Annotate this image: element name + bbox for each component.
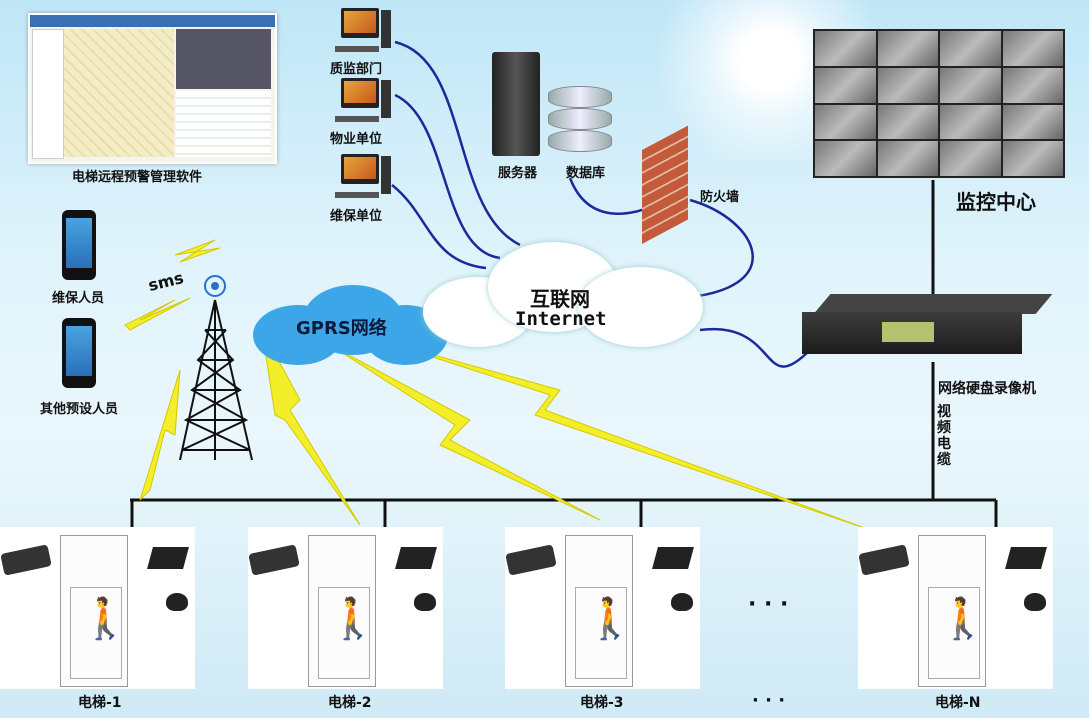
database-icon <box>548 86 612 152</box>
software-video <box>176 29 271 89</box>
monitor-center-label: 监控中心 <box>956 190 1036 214</box>
dvr-icon <box>147 547 189 569</box>
camera-icon <box>414 593 436 611</box>
sensor-icon <box>248 544 300 576</box>
pc-maintenance-unit-label: 维保单位 <box>330 209 383 224</box>
elevator-1-label: 电梯-1 <box>78 695 122 711</box>
internet-label-en: Internet <box>515 308 607 330</box>
firewall-label: 防火墙 <box>700 190 740 205</box>
camera-icon <box>671 593 693 611</box>
sensor-icon <box>0 544 52 576</box>
link-firewall-internet <box>679 198 754 300</box>
bolt-tower-elev1 <box>139 369 181 501</box>
person-icon: 🚶 <box>328 596 378 642</box>
phone-other <box>62 318 96 388</box>
software-table <box>176 91 271 157</box>
elevator-card-1: 🚶 <box>0 527 195 689</box>
camera-icon <box>1024 593 1046 611</box>
bolt-gprs-elev2 <box>261 329 361 526</box>
internet-label-cn: 互联网 <box>530 287 590 311</box>
dvr-icon <box>652 547 694 569</box>
gprs-cloud <box>243 280 453 375</box>
software-map <box>64 29 174 157</box>
dvr-icon <box>1005 547 1047 569</box>
person-icon: 🚶 <box>938 596 988 642</box>
management-software-screenshot <box>28 13 277 164</box>
elevator-2-label: 电梯-2 <box>328 695 372 711</box>
elevator-n-label: 电梯-N <box>935 695 981 711</box>
phone-other-label: 其他预设人员 <box>40 402 119 417</box>
gprs-label: GPRS网络 <box>296 318 387 339</box>
elevator-card-n: 🚶 <box>858 527 1053 689</box>
sensor-icon <box>505 544 557 576</box>
elevator-3-label: 电梯-3 <box>580 695 624 711</box>
sensor-icon <box>858 544 910 576</box>
cable-label: 视频电缆 <box>937 404 951 468</box>
nvr-label: 网络硬盘录像机 <box>938 381 1036 397</box>
pc-quality-dept <box>333 8 393 53</box>
database-label: 数据库 <box>566 166 606 181</box>
server-label: 服务器 <box>498 166 538 181</box>
wireless-bolts <box>124 239 871 531</box>
elevator-card-3: 🚶 <box>505 527 700 689</box>
link-property-unit <box>394 93 501 260</box>
ellipsis-top: · · · <box>748 592 789 617</box>
software-label: 电梯远程预警管理软件 <box>72 170 203 185</box>
ellipsis-bottom: · · · <box>752 690 786 711</box>
server-icon <box>492 52 540 156</box>
phone-maintenance-label: 维保人员 <box>52 291 105 306</box>
link-internet-nvr <box>699 327 811 368</box>
software-titlebar <box>30 15 275 27</box>
pc-property-unit <box>333 78 393 123</box>
monitor-wall <box>813 29 1065 178</box>
person-icon: 🚶 <box>80 596 130 642</box>
network-links <box>391 40 811 368</box>
link-quality-dept <box>394 40 521 247</box>
bolt-gprs-elev3 <box>329 344 601 521</box>
pc-quality-dept-label: 质监部门 <box>330 62 383 77</box>
internet-cloud <box>418 232 708 352</box>
software-tree-panel <box>32 29 64 159</box>
nvr-icon <box>802 294 1053 364</box>
elevator-card-2: 🚶 <box>248 527 443 689</box>
dvr-icon <box>395 547 437 569</box>
link-maintenance-unit <box>391 184 487 270</box>
phone-maintenance <box>62 210 96 280</box>
pc-property-unit-label: 物业单位 <box>330 132 383 147</box>
bolt-sms-bottom <box>124 297 191 331</box>
pc-maintenance-unit <box>333 154 393 199</box>
person-icon: 🚶 <box>585 596 635 642</box>
bolt-sms-top <box>174 239 221 263</box>
camera-icon <box>166 593 188 611</box>
